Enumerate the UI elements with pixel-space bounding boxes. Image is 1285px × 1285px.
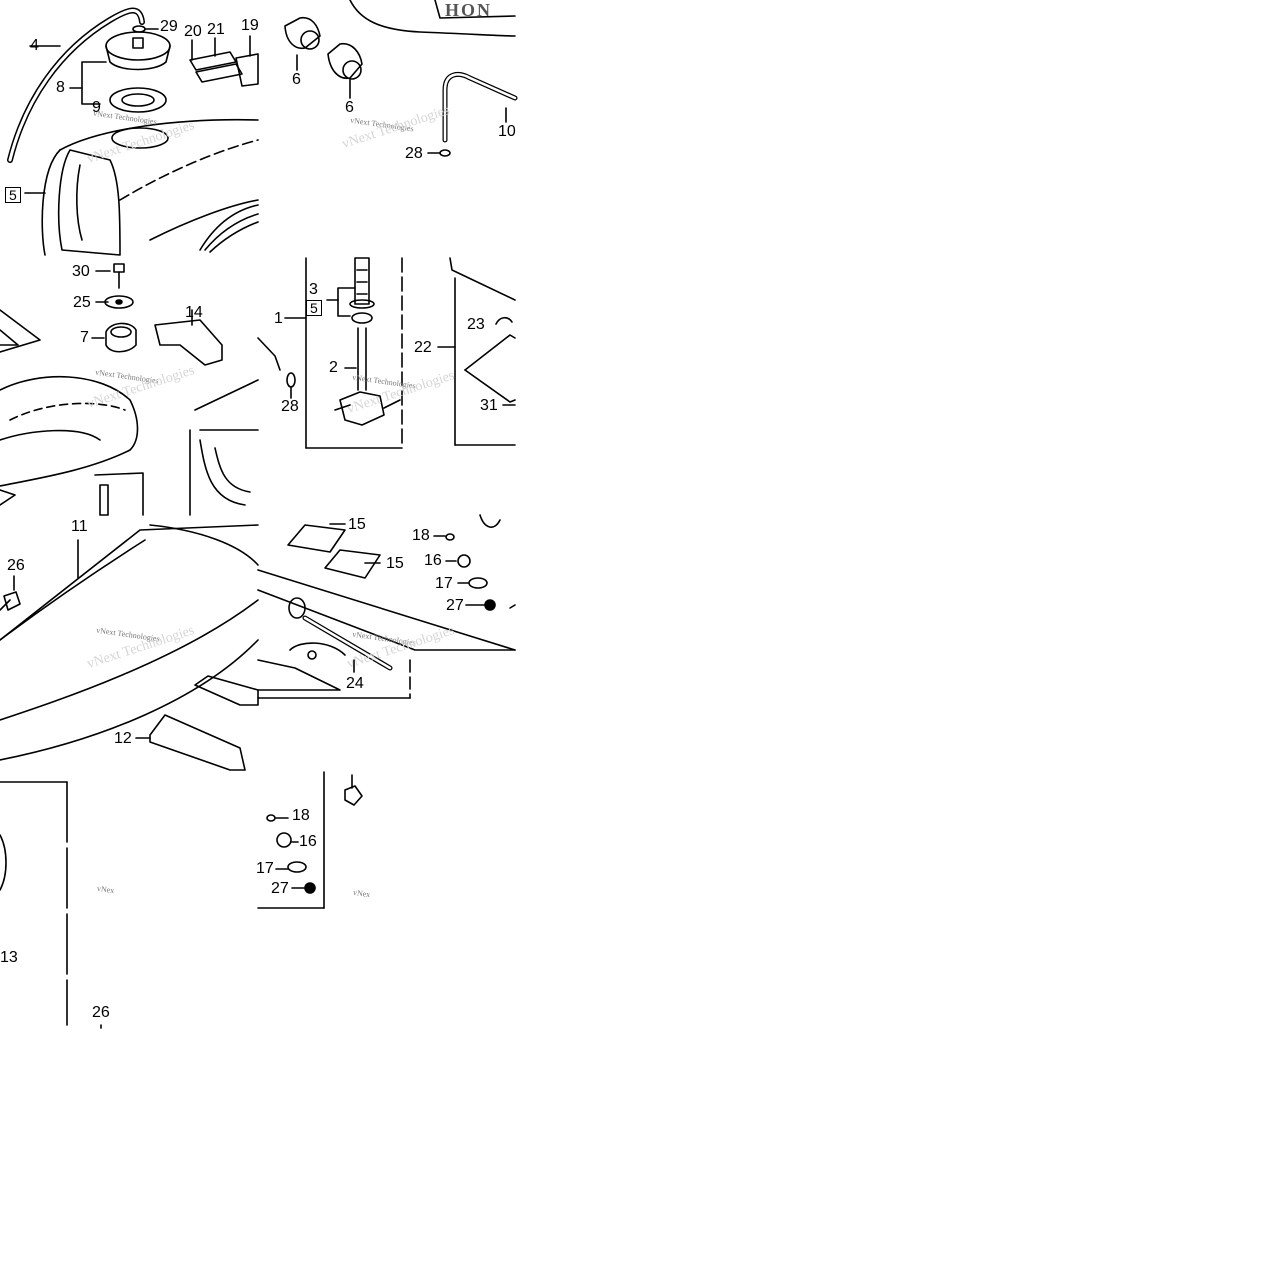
callout-4: 4 — [30, 37, 39, 54]
callout-21: 21 — [207, 21, 225, 38]
callout-1: 1 — [274, 310, 283, 327]
callout-26-a: 26 — [7, 557, 25, 574]
panel-frame-fasteners — [257, 514, 516, 699]
callout-9: 9 — [92, 99, 101, 116]
callout-8: 8 — [56, 79, 65, 96]
callout-18-b: 18 — [292, 807, 310, 824]
callout-14: 14 — [185, 304, 203, 321]
callout-5-boxed-b: 5 — [306, 300, 322, 316]
panel-tank-side — [0, 263, 259, 516]
callout-6-b: 6 — [345, 99, 354, 116]
callout-3: 3 — [309, 281, 318, 298]
callout-30: 30 — [72, 263, 90, 280]
callout-23: 23 — [467, 316, 485, 333]
callout-19: 19 — [241, 17, 259, 34]
callout-25: 25 — [73, 294, 91, 311]
callout-6-a: 6 — [292, 71, 301, 88]
callout-17-b: 17 — [256, 860, 274, 877]
panel-seat — [0, 524, 259, 771]
callout-17-a: 17 — [435, 575, 453, 592]
callout-22: 22 — [414, 339, 432, 356]
callout-20: 20 — [184, 23, 202, 40]
panel-bracket-13 — [0, 781, 102, 1029]
callout-12: 12 — [114, 730, 132, 747]
callout-31: 31 — [480, 397, 498, 414]
callout-16-b: 16 — [299, 833, 317, 850]
callout-5-boxed: 5 — [5, 187, 21, 203]
callout-10: 10 — [498, 123, 516, 140]
callout-15-b: 15 — [386, 555, 404, 572]
callout-28-b: 28 — [281, 398, 299, 415]
callout-27-b: 27 — [271, 880, 289, 897]
callout-15-a: 15 — [348, 516, 366, 533]
callout-29: 29 — [160, 18, 178, 35]
panel-fuel-cock — [257, 257, 516, 449]
panel-fasteners-lower — [257, 771, 363, 909]
brand-decal-text: HON — [445, 0, 493, 20]
callout-13: 13 — [0, 949, 18, 966]
callout-2: 2 — [329, 359, 338, 376]
callout-28-a: 28 — [405, 145, 423, 162]
panel-tank-top — [284, 0, 518, 157]
callout-11: 11 — [71, 518, 88, 535]
callout-27-a: 27 — [446, 597, 464, 614]
callout-26-b: 26 — [92, 1004, 110, 1021]
panel-tank-cap — [7, 7, 259, 256]
callout-7: 7 — [80, 329, 89, 346]
callout-18-a: 18 — [412, 527, 430, 544]
callout-16-a: 16 — [424, 552, 442, 569]
callout-24: 24 — [346, 675, 364, 692]
